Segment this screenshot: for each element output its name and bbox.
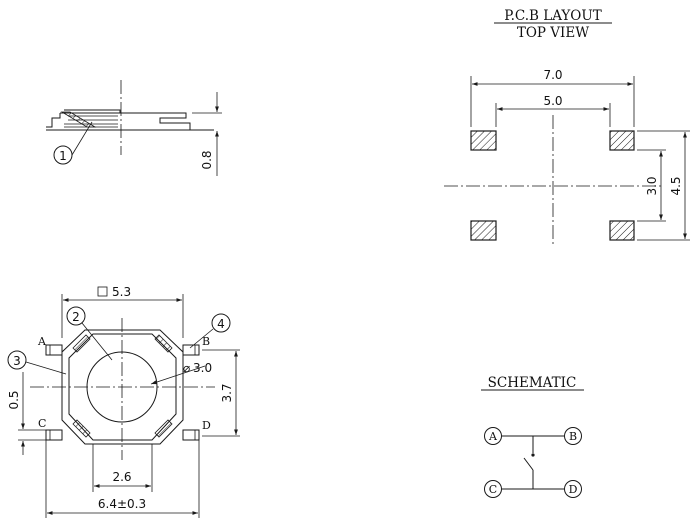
side-cap — [64, 109, 121, 113]
side-body-outline — [60, 112, 214, 131]
dim-diameter-symbol: ⌀ — [183, 361, 190, 375]
side-lead-left — [46, 113, 61, 128]
dim-actuator: 2.6 — [112, 470, 131, 484]
callout-3-number: 3 — [13, 354, 21, 368]
node-a-circle — [484, 427, 502, 445]
callout-circle-1 — [53, 145, 73, 165]
callout-leader — [25, 361, 67, 375]
corner-hatch — [72, 334, 91, 353]
corner-hatch — [154, 419, 173, 438]
node-a-label: A — [488, 430, 498, 443]
pcb-pad-top-right — [609, 130, 635, 151]
lead-top-right — [182, 344, 200, 356]
lead-bottom-left — [45, 429, 63, 441]
dim-overall: 6.4±0.3 — [98, 497, 146, 511]
switch-pivot — [531, 453, 535, 457]
node-d-label: D — [569, 483, 578, 496]
lead-bottom-right — [182, 429, 200, 441]
callout-leader — [71, 121, 93, 156]
dim-inner-width: 5.0 — [543, 94, 562, 108]
pcb-pad-bottom-left — [470, 220, 497, 241]
callout-1-number: 1 — [59, 149, 67, 163]
node-b-circle — [564, 427, 582, 445]
diameter-leader — [150, 365, 206, 385]
callout-circle-4 — [211, 313, 231, 333]
callout-4-number: 4 — [217, 317, 225, 331]
callout-circle-2 — [66, 306, 86, 326]
dim-body: 5.3 — [112, 285, 131, 299]
top-body-outline — [61, 329, 184, 445]
terminal-c-label: C — [38, 417, 46, 430]
callout-leader — [81, 322, 113, 361]
terminal-a-label: A — [37, 335, 47, 348]
side-dome-hatch — [60, 111, 97, 128]
corner-hatch — [72, 419, 91, 438]
callout-leader — [189, 328, 214, 349]
pcb-layout: P.C.B LAYOUT TOP VIEW 7.0 5.0 3.0 4.5 — [444, 8, 690, 245]
square-symbol-icon — [97, 286, 108, 297]
schematic-title: SCHEMATIC — [488, 375, 577, 391]
callout-circle-3 — [7, 350, 27, 370]
terminal-d-label: D — [202, 419, 211, 432]
dim-diameter: 3.0 — [193, 361, 212, 375]
schematic: SCHEMATIC A B C D — [481, 375, 584, 498]
dim-inner-height: 3.0 — [645, 176, 659, 195]
dim-side-height: 0.8 — [200, 150, 214, 169]
corner-hatch — [154, 334, 173, 353]
top-view: 5.3 A B C D 2 3 4 — [7, 285, 240, 518]
node-d-circle — [564, 480, 582, 498]
node-c-circle — [484, 480, 502, 498]
pcb-title: P.C.B LAYOUT — [504, 8, 602, 24]
side-view: 1 0.8 — [46, 80, 222, 176]
dim-height: 3.7 — [220, 383, 234, 402]
dim-lead: 0.5 — [7, 390, 21, 409]
pcb-pad-top-left — [470, 130, 497, 151]
terminal-b-label: B — [202, 335, 210, 348]
pcb-pad-bottom-right — [609, 220, 635, 241]
lead-top-left — [45, 344, 63, 356]
node-c-label: C — [489, 483, 497, 496]
node-b-label: B — [569, 430, 577, 443]
dim-outer-height: 4.5 — [669, 176, 683, 195]
pcb-subtitle: TOP VIEW — [517, 25, 589, 41]
callout-2-number: 2 — [72, 310, 80, 324]
switch-contact — [523, 457, 534, 471]
dim-outer-width: 7.0 — [543, 68, 562, 82]
